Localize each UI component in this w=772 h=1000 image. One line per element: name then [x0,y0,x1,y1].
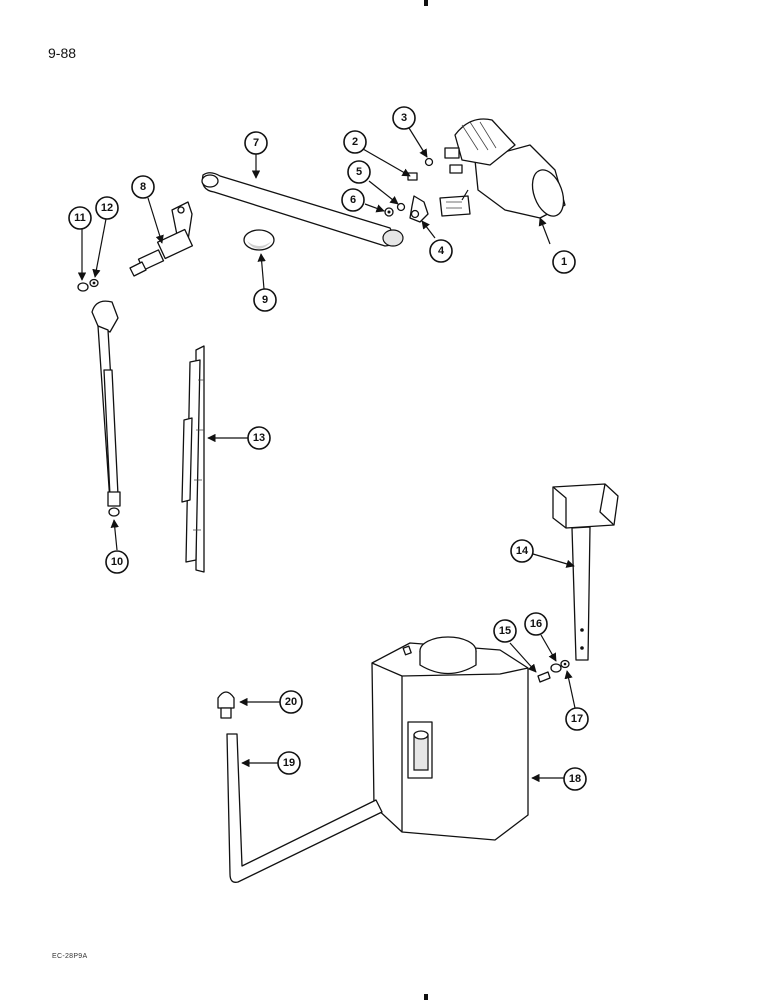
callout-4: 4 [429,239,453,263]
callout-1: 1 [552,250,576,274]
wiper-arm [91,300,121,517]
svg-text:3: 3 [401,112,407,124]
wiper-linkage-arm [201,172,404,247]
bottom-crop-mark [424,994,428,1000]
svg-text:14: 14 [516,545,529,557]
leader-lines [77,127,576,783]
svg-text:11: 11 [74,212,86,224]
callout-5: 5 [347,160,371,184]
bracket-fasteners [537,659,570,683]
wiper-motor [439,118,566,219]
callout-6: 6 [341,188,365,212]
callout-19: 19 [277,751,301,775]
motor-hardware [384,157,434,223]
callout-10: 10 [105,550,129,574]
callout-20: 20 [279,690,303,714]
svg-text:18: 18 [569,773,581,785]
top-crop-mark [424,0,428,6]
reservoir-bracket [552,483,619,661]
callout-16: 16 [524,612,548,636]
page-number: 9-88 [48,45,76,61]
svg-text:12: 12 [101,202,113,214]
svg-text:9: 9 [262,294,268,306]
callout-12: 12 [95,196,119,220]
callout-17: 17 [565,707,589,731]
svg-text:5: 5 [356,166,362,178]
svg-text:7: 7 [253,137,259,149]
svg-text:15: 15 [499,625,511,637]
svg-text:4: 4 [438,245,445,257]
washer-hose [226,733,383,883]
svg-text:6: 6 [350,194,356,206]
callout-14: 14 [510,539,534,563]
svg-text:8: 8 [140,181,146,193]
svg-text:10: 10 [111,556,123,568]
svg-text:2: 2 [352,136,358,148]
callout-15: 15 [493,619,517,643]
document-code: EC-28P9A [52,953,88,960]
svg-text:1: 1 [561,256,567,268]
svg-text:19: 19 [283,757,295,769]
svg-text:16: 16 [530,618,542,630]
washer-reservoir [371,636,529,841]
callout-2: 2 [343,130,367,154]
callout-18: 18 [563,767,587,791]
callout-9: 9 [253,288,277,312]
wiper-pivot [129,201,194,277]
svg-text:20: 20 [285,696,297,708]
callout-13: 13 [247,426,271,450]
svg-text:17: 17 [571,713,583,725]
callout-8: 8 [131,175,155,199]
callout-3: 3 [392,106,416,130]
cap-plug [243,229,275,251]
callout-7: 7 [244,131,268,155]
nut-and-washer [77,278,99,292]
callout-11: 11 [68,206,92,230]
hose-connector [217,691,235,719]
wiper-blade [181,345,205,573]
svg-text:13: 13 [253,432,265,444]
